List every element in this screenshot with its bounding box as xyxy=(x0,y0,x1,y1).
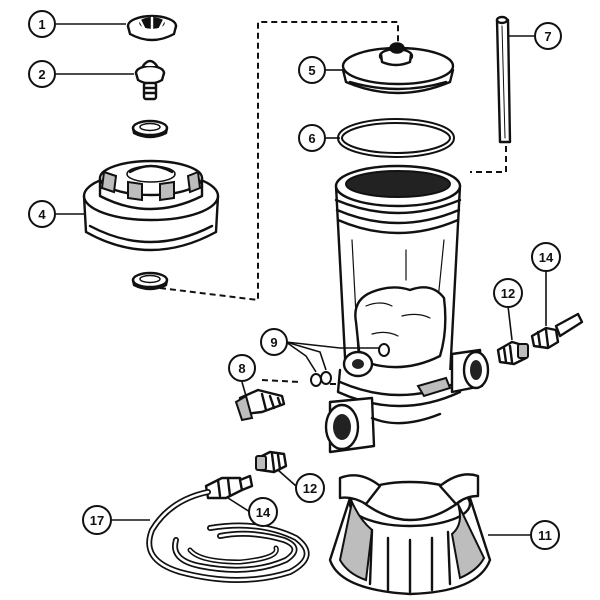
part-14-nut-upper xyxy=(530,312,584,350)
callout-8: 8 xyxy=(228,354,256,382)
callout-11: 11 xyxy=(530,520,560,550)
callout-14-upper-label: 14 xyxy=(539,250,554,265)
callout-1: 1 xyxy=(28,10,56,38)
part-14-nut-lower xyxy=(204,474,254,500)
callout-17: 17 xyxy=(82,505,112,535)
callout-5: 5 xyxy=(298,56,326,84)
callout-9: 9 xyxy=(260,328,288,356)
part-2-valve-stem xyxy=(134,59,166,101)
callout-6: 6 xyxy=(298,124,326,152)
callout-5-label: 5 xyxy=(308,63,315,78)
callout-7-label: 7 xyxy=(544,29,551,44)
callout-12-upper: 12 xyxy=(493,278,523,308)
part-washer-lower xyxy=(131,271,169,291)
callout-12-lower: 12 xyxy=(295,473,325,503)
part-washer-upper xyxy=(131,119,169,139)
callout-2-label: 2 xyxy=(38,67,45,82)
callout-2: 2 xyxy=(28,60,56,88)
callout-9-label: 9 xyxy=(270,335,277,350)
callout-12-upper-label: 12 xyxy=(501,286,515,301)
callout-7: 7 xyxy=(534,22,562,50)
callout-14-lower-label: 14 xyxy=(256,505,271,520)
part-7-rod xyxy=(495,15,512,144)
part-17-coiled-tube xyxy=(146,489,310,583)
leader-lines xyxy=(56,23,547,536)
callout-4-label: 4 xyxy=(38,207,46,222)
callout-1-label: 1 xyxy=(38,17,45,32)
callout-12-lower-label: 12 xyxy=(303,481,317,496)
callout-17-label: 17 xyxy=(90,513,104,528)
part-4-lid xyxy=(82,159,220,252)
callout-14-upper: 14 xyxy=(531,242,561,272)
part-12-fitting-lower xyxy=(255,450,288,474)
callout-8-label: 8 xyxy=(238,361,245,376)
part-11-base-stand xyxy=(328,473,492,596)
part-canister-body xyxy=(324,164,490,454)
callout-4: 4 xyxy=(28,200,56,228)
part-9-small-o-rings xyxy=(310,343,390,387)
part-1-small-cap xyxy=(126,14,178,42)
callout-6-label: 6 xyxy=(308,131,315,146)
part-5-container-cap xyxy=(341,42,455,95)
callout-11-label: 11 xyxy=(538,528,552,543)
part-8-drain-valve xyxy=(234,388,286,422)
part-12-fitting-upper xyxy=(496,340,529,366)
part-6-o-ring xyxy=(337,118,455,158)
callout-14-lower: 14 xyxy=(248,497,278,527)
